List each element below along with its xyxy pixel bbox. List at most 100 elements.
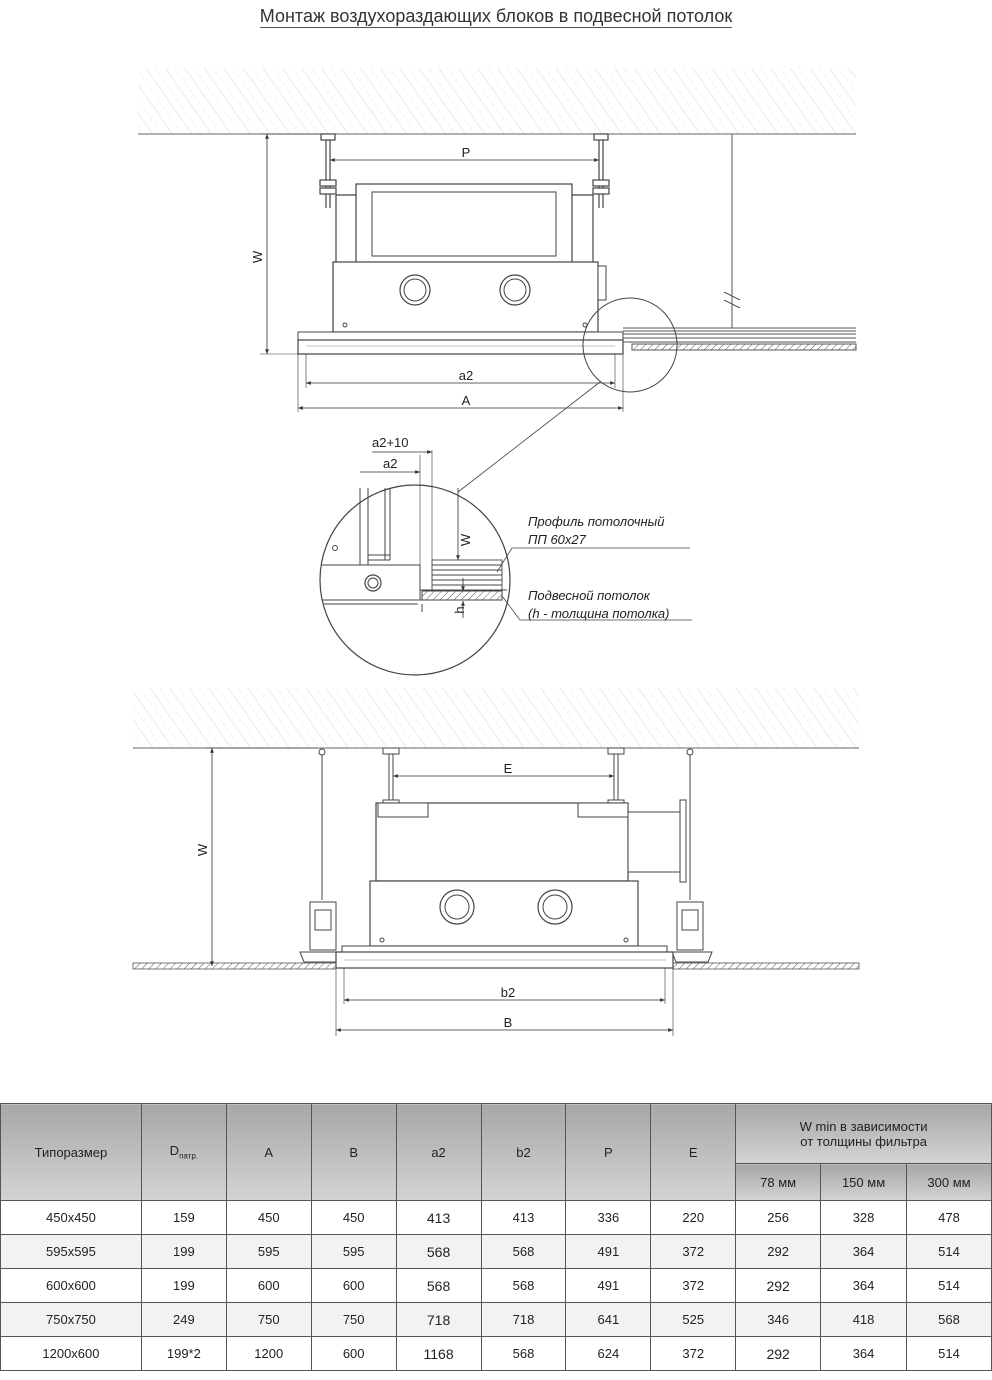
cell-b: 450 (310, 1200, 397, 1235)
cell-d: 199*2 (140, 1336, 227, 1371)
header-d: Dпатр. (140, 1103, 227, 1201)
note-ceiling-line2: (h - толщина потолка) (528, 606, 669, 621)
dim-label-w-bottom: W (195, 843, 210, 856)
cell-a: 600 (225, 1268, 312, 1303)
top-section-drawing: P (138, 68, 857, 493)
header-filter-150: 150 мм (820, 1163, 907, 1201)
cell-p: 491 (565, 1268, 652, 1303)
cell-a2: 413 (395, 1200, 482, 1235)
page-title: Монтаж воздухораздающих блоков в подвесн… (0, 6, 992, 28)
dim-label-e: E (504, 761, 513, 776)
note-profile-line2: ПП 60x27 (528, 532, 587, 547)
cell-w150: 364 (820, 1336, 907, 1371)
dim-label-w-detail: W (458, 533, 473, 546)
cell-e: 525 (650, 1302, 737, 1337)
dimensions-table: Типоразмер Dпатр. A B a2 b2 P E W min в … (0, 1103, 992, 1371)
header-d-main: D (169, 1143, 180, 1159)
table-row: 750x750 249 750 750 718 718 641 525 346 … (0, 1302, 992, 1337)
cell-e: 372 (650, 1268, 737, 1303)
dim-label-b2: b2 (501, 985, 515, 1000)
cell-size: 750x750 (0, 1302, 142, 1337)
cell-a2: 568 (395, 1234, 482, 1269)
detail-drawing: a2+10 a2 W h Профиль потолочный ПП 60x27… (319, 435, 692, 676)
table-row: 1200x600 199*2 1200 600 1168 568 624 372… (0, 1336, 992, 1371)
cell-e: 220 (650, 1200, 737, 1235)
dim-label-w-top: W (250, 250, 265, 263)
cell-b: 600 (310, 1268, 397, 1303)
cell-d: 249 (140, 1302, 227, 1337)
cell-w78: 292 (735, 1268, 822, 1303)
cell-p: 336 (565, 1200, 652, 1235)
note-profile-line1: Профиль потолочный (528, 514, 664, 529)
dim-label-a: A (462, 393, 471, 408)
cell-d: 159 (140, 1200, 227, 1235)
plenum-box (332, 261, 599, 333)
cell-w78: 292 (735, 1336, 822, 1371)
cell-a: 450 (225, 1200, 312, 1235)
cell-w150: 364 (820, 1234, 907, 1269)
header-a2: a2 (395, 1103, 482, 1201)
cell-w300: 514 (906, 1336, 992, 1371)
header-b2: b2 (480, 1103, 567, 1201)
page-title-text: Монтаж воздухораздающих блоков в подвесн… (259, 6, 733, 28)
header-e: E (650, 1103, 737, 1201)
cell-w300: 514 (906, 1268, 992, 1303)
bottom-section-drawing: E W b2 B (132, 688, 860, 1036)
concrete-slab-top (138, 68, 856, 134)
dim-label-a2-detail: a2 (383, 456, 397, 471)
cell-b2: 718 (480, 1302, 567, 1337)
note-ceiling-line1: Подвесной потолок (528, 588, 651, 603)
table-row: 595x595 199 595 595 568 568 491 372 292 … (0, 1234, 992, 1269)
cell-p: 641 (565, 1302, 652, 1337)
concrete-slab-bottom (133, 688, 859, 748)
cell-b2: 568 (480, 1234, 567, 1269)
cell-a: 595 (225, 1234, 312, 1269)
header-b: B (310, 1103, 397, 1201)
cell-w300: 478 (906, 1200, 992, 1235)
dim-label-a2-plus-10: a2+10 (372, 435, 409, 450)
dim-label-h: h (452, 606, 467, 613)
header-a: A (225, 1103, 312, 1201)
cell-e: 372 (650, 1234, 737, 1269)
cell-size: 1200x600 (0, 1336, 142, 1371)
hanger-wires-bottom (299, 747, 713, 963)
cell-b2: 568 (480, 1268, 567, 1303)
header-p: P (565, 1103, 652, 1201)
cell-a: 1200 (225, 1336, 312, 1371)
dim-label-a2: a2 (459, 368, 473, 383)
cell-p: 624 (565, 1336, 652, 1371)
cell-w300: 568 (906, 1302, 992, 1337)
hanger-rods-top (319, 133, 610, 208)
cell-size: 450x450 (0, 1200, 142, 1235)
cell-b2: 568 (480, 1336, 567, 1371)
header-filter-300: 300 мм (906, 1163, 992, 1201)
cell-a: 750 (225, 1302, 312, 1337)
header-d-sub: патр. (179, 1151, 199, 1161)
cell-w150: 328 (820, 1200, 907, 1235)
cell-a2: 718 (395, 1302, 482, 1337)
installation-drawing: P (132, 68, 860, 1036)
cell-e: 372 (650, 1336, 737, 1371)
detail-callout-circle (582, 297, 678, 393)
ceiling-profile-top (623, 134, 857, 351)
cell-size: 595x595 (0, 1234, 142, 1269)
cell-b: 750 (310, 1302, 397, 1337)
cell-p: 491 (565, 1234, 652, 1269)
header-size: Типоразмер (0, 1103, 142, 1201)
cell-w150: 364 (820, 1268, 907, 1303)
cell-w78: 346 (735, 1302, 822, 1337)
cell-w78: 256 (735, 1200, 822, 1235)
unit-lower-box (369, 880, 639, 947)
header-filter-78: 78 мм (735, 1163, 822, 1201)
cell-a2: 1168 (395, 1336, 482, 1371)
cell-b: 600 (310, 1336, 397, 1371)
header-wmin-line2: от толщины фильтра (800, 1133, 927, 1149)
header-wmin-line1: W min в зависимости (799, 1118, 928, 1134)
dim-label-p: P (462, 145, 471, 160)
dim-label-b: B (504, 1015, 513, 1030)
cell-w150: 418 (820, 1302, 907, 1337)
cell-size: 600x600 (0, 1268, 142, 1303)
cell-d: 199 (140, 1268, 227, 1303)
cell-a2: 568 (395, 1268, 482, 1303)
